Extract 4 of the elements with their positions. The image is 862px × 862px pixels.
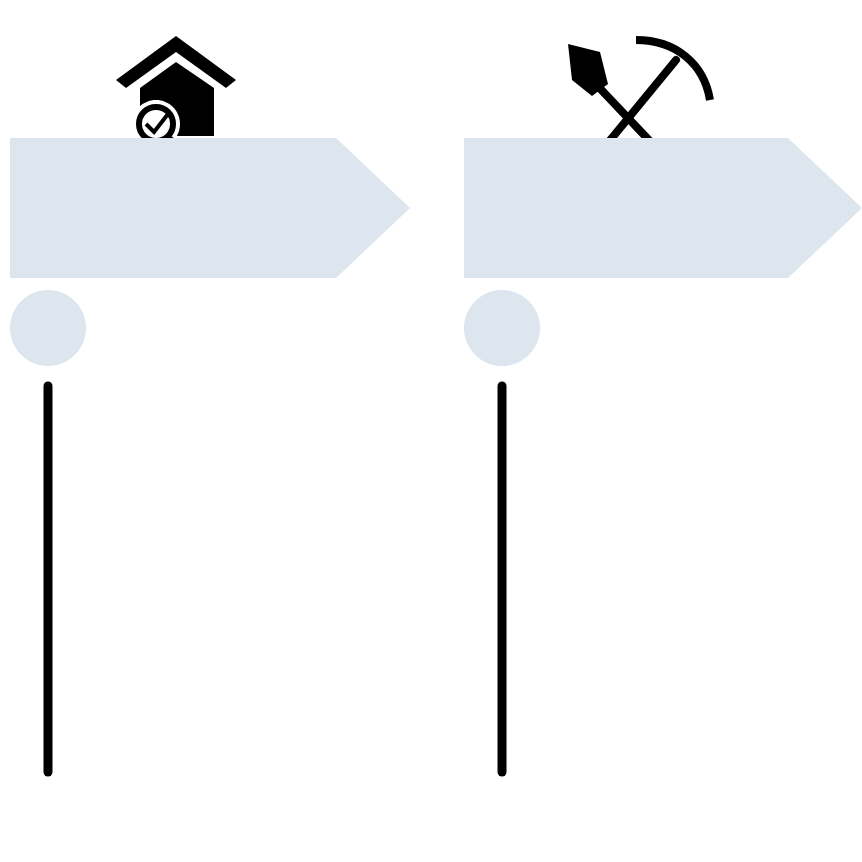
circle-marker — [10, 290, 86, 366]
circle-marker — [464, 290, 540, 366]
arrow-banner — [10, 138, 410, 278]
arrow-banner — [464, 138, 862, 278]
